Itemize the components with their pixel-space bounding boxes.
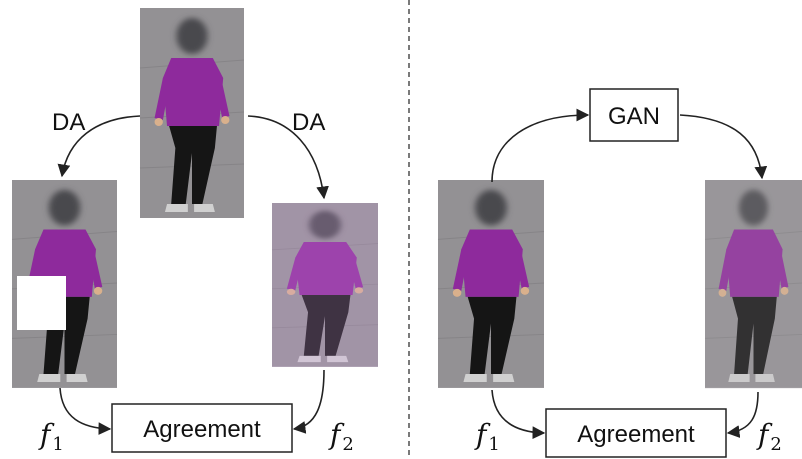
agreement-label-left: Agreement xyxy=(143,416,261,443)
generated-pedestrian-image xyxy=(705,180,802,389)
original-pedestrian-image xyxy=(140,8,244,218)
erased-pedestrian-image xyxy=(12,180,117,388)
erased-patch xyxy=(17,276,66,330)
color-jittered-pedestrian-image xyxy=(272,203,378,367)
da-label-right: DA xyxy=(292,109,325,136)
arrow-from-gan xyxy=(679,114,768,180)
arrow-da-right xyxy=(247,115,329,200)
arrow-f1-right xyxy=(491,389,546,440)
arrow-da-left xyxy=(57,115,141,178)
arrow-f1-left xyxy=(59,387,112,435)
real-pedestrian-image xyxy=(438,180,544,388)
arrow-f2-right xyxy=(726,391,759,438)
agreement-label-right: Agreement xyxy=(577,421,695,448)
gan-box xyxy=(589,88,679,142)
gan-label: GAN xyxy=(608,103,660,130)
da-label-left: DA xyxy=(52,109,85,136)
agreement-box-left xyxy=(111,403,293,453)
arrow-to-gan xyxy=(491,108,590,183)
agreement-box-right xyxy=(545,408,727,458)
arrow-f2-left xyxy=(292,369,325,434)
